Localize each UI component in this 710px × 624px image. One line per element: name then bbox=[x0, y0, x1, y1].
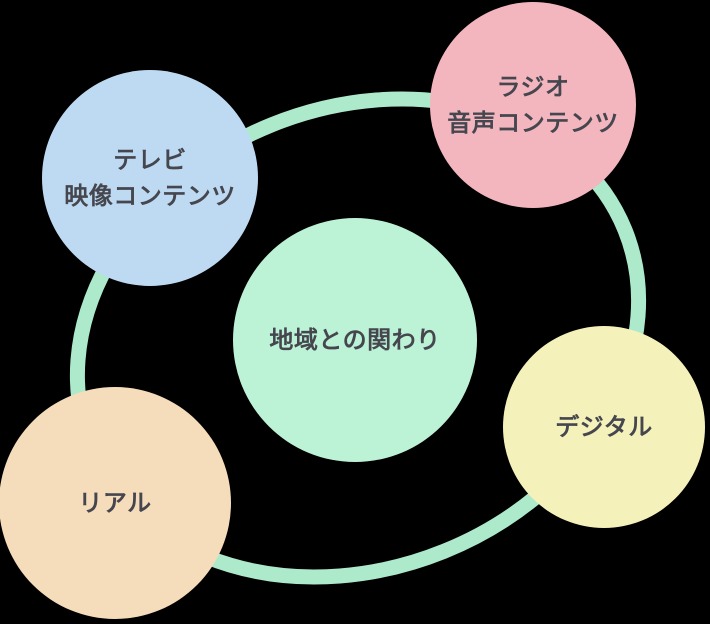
node-real: リアル bbox=[0, 387, 231, 619]
node-center-region: 地域との関わり bbox=[233, 218, 477, 462]
node-label-line: 映像コンテンツ bbox=[64, 182, 236, 210]
node-radio-audio-label: ラジオ 音声コンテンツ bbox=[447, 69, 619, 141]
node-label-line: 音声コンテンツ bbox=[447, 109, 619, 137]
node-center-region-label: 地域との関わり bbox=[269, 322, 440, 358]
node-radio-audio: ラジオ 音声コンテンツ bbox=[430, 2, 636, 208]
node-label-line: テレビ bbox=[113, 146, 187, 174]
node-label-line: リアル bbox=[78, 489, 152, 517]
node-digital: デジタル bbox=[503, 326, 705, 528]
node-label-line: 地域との関わり bbox=[269, 326, 441, 354]
node-real-label: リアル bbox=[78, 485, 151, 521]
node-tv-video: テレビ 映像コンテンツ bbox=[42, 70, 258, 286]
node-label-line: ラジオ bbox=[496, 73, 570, 101]
node-tv-video-label: テレビ 映像コンテンツ bbox=[64, 142, 236, 214]
node-digital-label: デジタル bbox=[555, 409, 653, 445]
node-label-line: デジタル bbox=[555, 413, 653, 441]
